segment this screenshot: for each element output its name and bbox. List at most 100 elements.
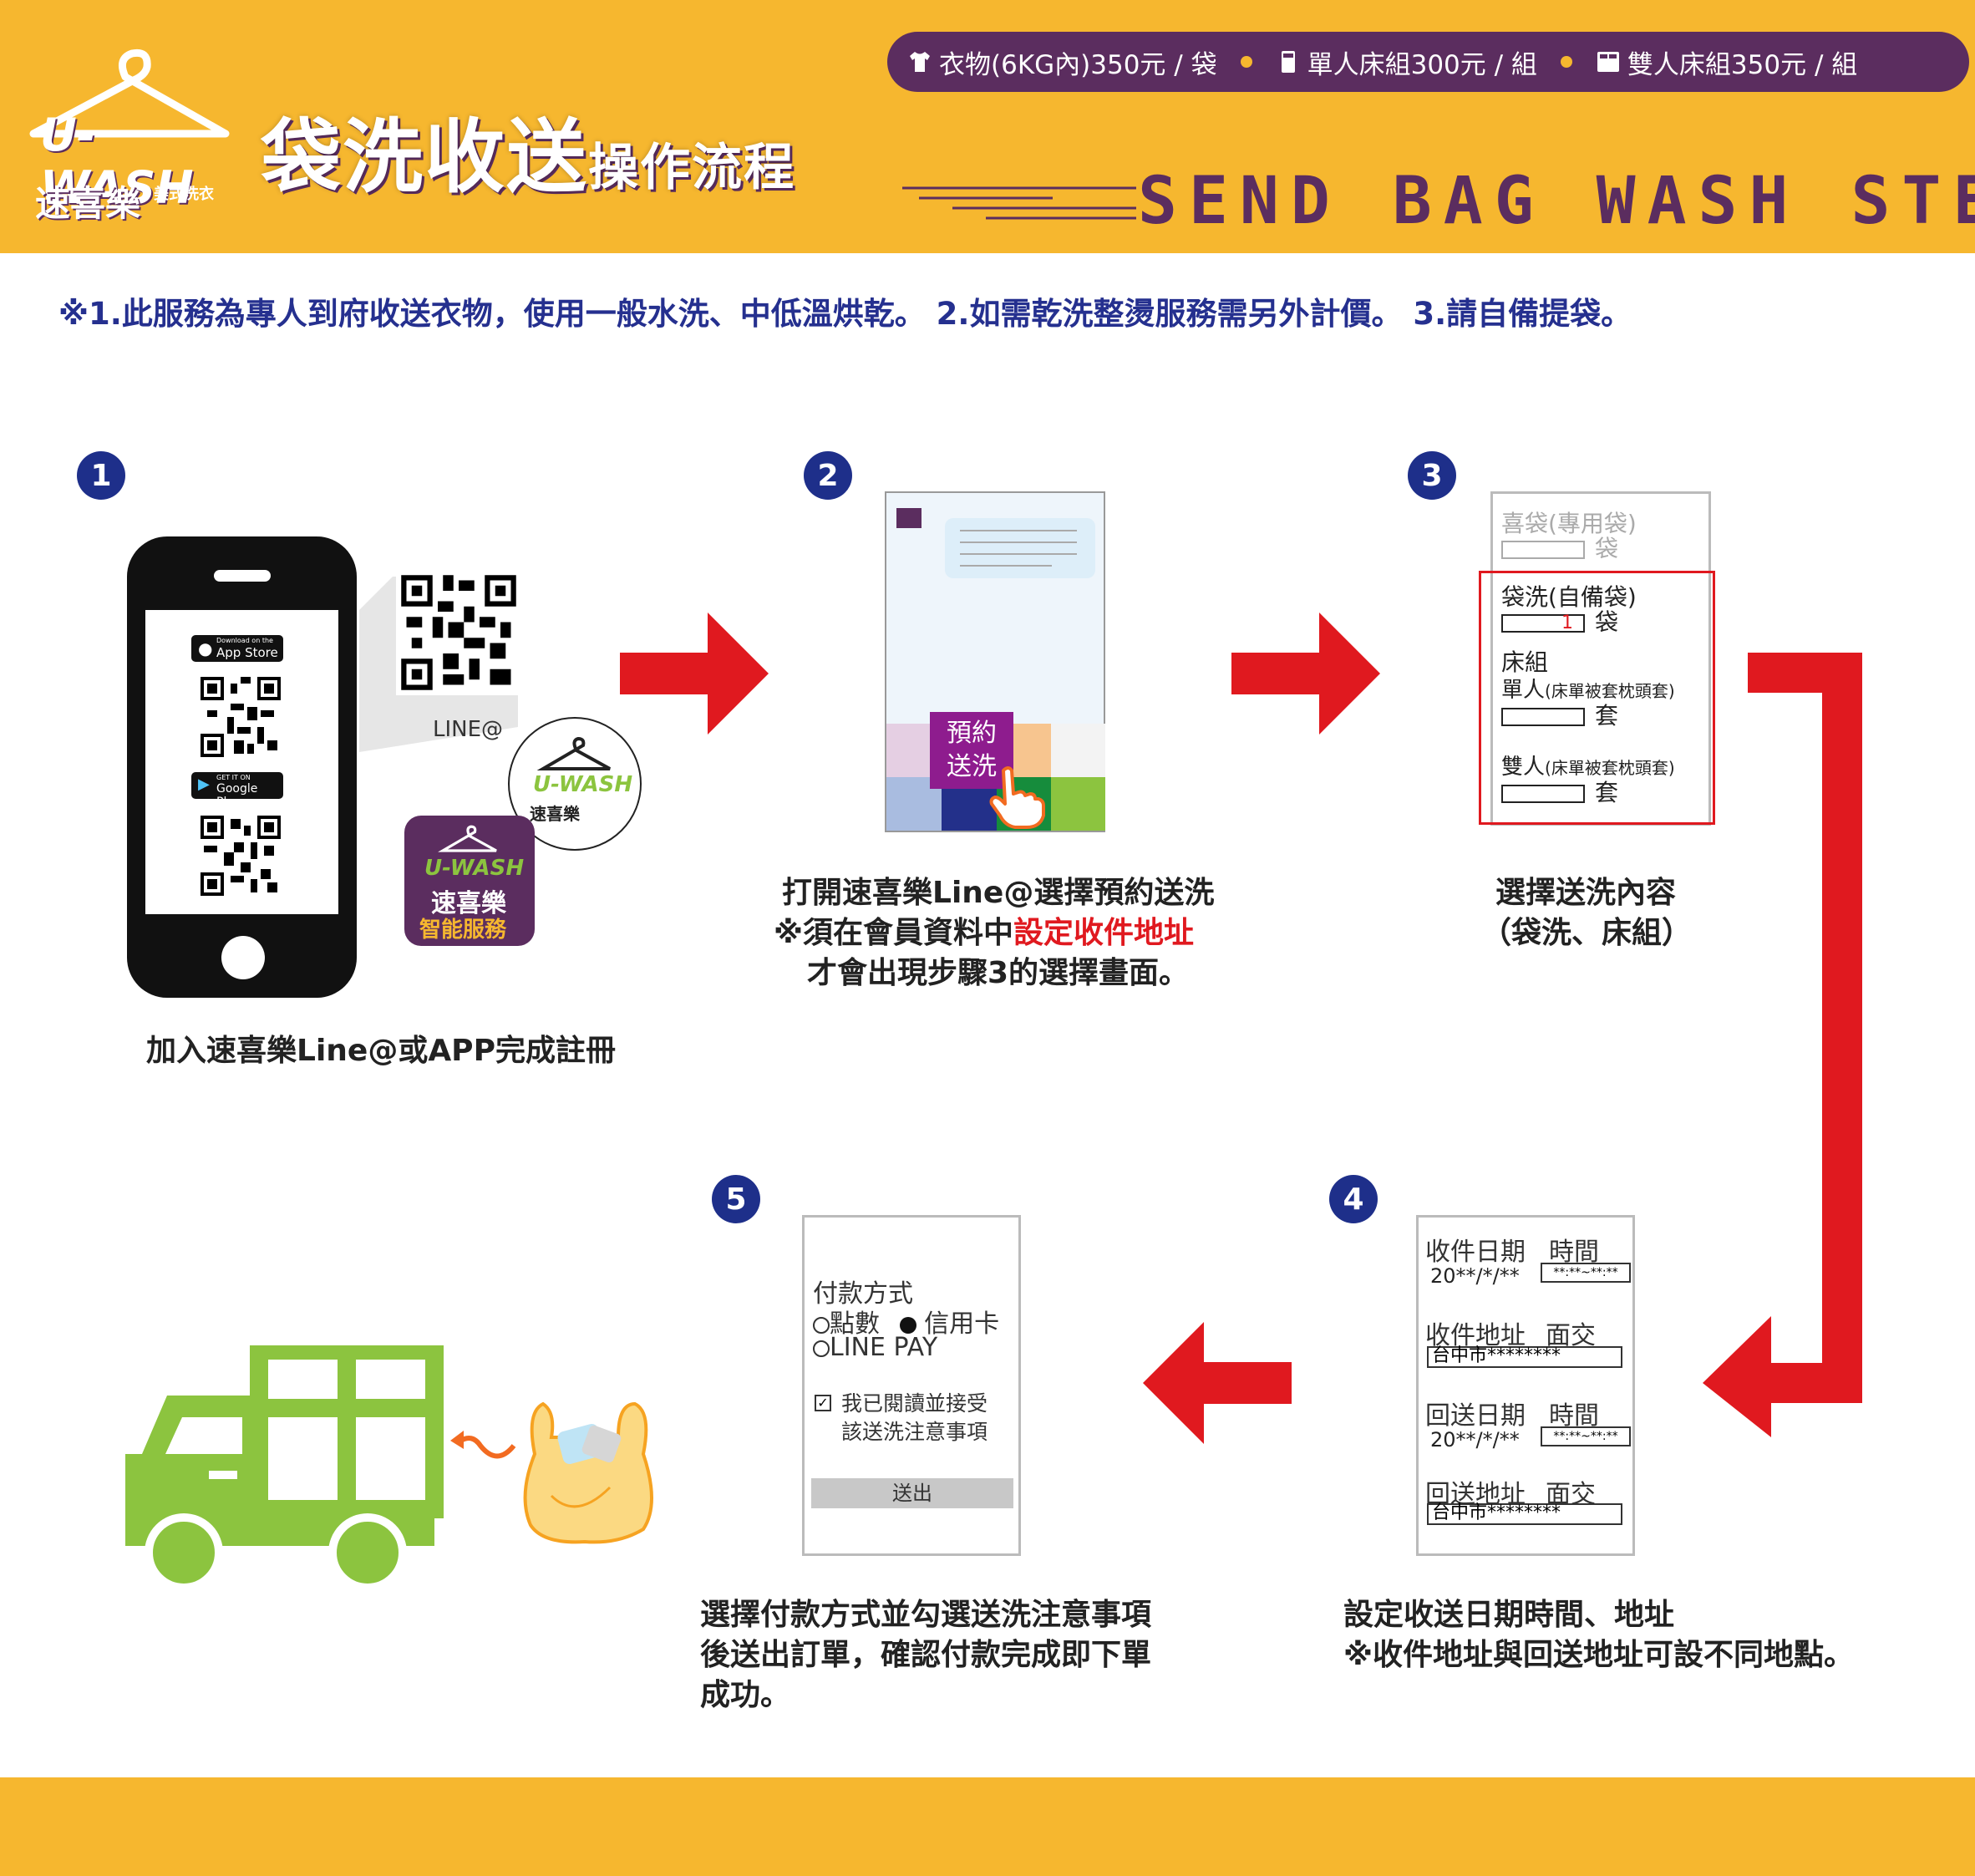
opt-linepay: LINE PAY [830,1333,938,1362]
step-5-caption-2: 後送出訂單，確認付款完成即下單 [700,1638,1152,1672]
price-clothes-text: 衣物(6KG內)350元 / 袋 [939,49,1217,80]
hand-pointer-icon [989,766,1045,829]
separator-dot [1240,56,1252,68]
opt-card: 信用卡 [924,1309,1000,1339]
radio-linepay[interactable] [813,1340,830,1357]
pickup-address-input[interactable]: 台中市******** [1427,1346,1622,1368]
logo-zh: 速喜樂 [35,183,141,224]
uwash-logo: U-WASH 速喜樂 美式洗衣 [17,25,242,226]
opt-points: 點數 [830,1309,880,1339]
app-icon-zh: 速喜樂 [431,889,506,918]
price-item-single: 單人床組300元 / 組 [1276,43,1537,81]
round-logo-zh: 速喜樂 [530,804,580,824]
double-label: 雙人 [1501,755,1546,780]
google-play-small: GET IT ON [216,774,251,781]
double-note: (床單被套枕頭套) [1545,758,1675,778]
pay-label: 付款方式 [813,1279,913,1309]
reserve-wash-label-1: 預約 [947,719,997,748]
pickup-handover-label: 面交 [1546,1321,1596,1350]
round-logo-en: U-WASH [533,772,633,797]
app-store-label: App Store [216,645,278,660]
schedule-screen: 收件日期時間 20**/*/** **:**~**:** 收件地址面交 台中市*… [1416,1215,1635,1556]
qr-google-play[interactable] [201,816,281,899]
step-4-caption-1: 設定收送日期時間、地址 [1343,1598,1675,1632]
arrow-right-1 [620,613,769,735]
title-sub: 操作流程 [588,139,795,197]
title-main: 袋洗收送 [261,110,588,204]
wash-qty-input[interactable]: 1 [1501,614,1585,633]
step-2-caption-2: ※須在會員資料中設定收件地址 [774,913,1194,954]
price-single-text: 單人床組300元 / 組 [1307,49,1537,80]
agree-checkbox[interactable]: ✓ [815,1395,831,1411]
reserve-wash-button[interactable]: 預約 送洗 [930,712,1013,789]
google-play-badge[interactable]: GET IT ON Google Play ▶ [191,772,283,809]
app-store-badge[interactable]: Download on the App Store ● [191,635,283,662]
price-bar: 衣物(6KG內)350元 / 袋 單人床組300元 / 組 雙人床組350元 /… [887,32,1969,92]
return-date-label-row: 回送日期時間 [1425,1395,1599,1431]
step-4-badge: 4 [1329,1175,1378,1223]
pay-options-row: 點數 信用卡 [813,1303,999,1340]
pickup-date-label: 收件日期 [1425,1238,1526,1267]
radio-points[interactable] [813,1316,830,1334]
hanger-icon [536,736,611,770]
bag-qty-input[interactable] [1501,541,1585,559]
step-2-caption-3: 才會出現步驟3的選擇畫面。 [807,956,1190,990]
single-unit: 套 [1595,702,1619,730]
return-time-input[interactable]: **:**~**:** [1541,1426,1631,1446]
page-title: 袋洗收送操作流程 [261,92,795,208]
speed-lines [902,186,1136,220]
laundry-bag-icon [523,1401,653,1544]
title-en: SEND BAG WASH STEP [1138,164,1975,239]
uwash-app-icon[interactable]: U-WASH 速喜樂 智能服務 [404,816,535,946]
reserve-wash-label-2: 送洗 [947,752,997,781]
single-qty-input[interactable] [1501,708,1585,726]
agree-line-2: 該送洗注意事項 [841,1420,988,1444]
step-2-caption-1: 打開速喜樂Line@選擇預約送洗 [782,876,1215,910]
single-label: 單人 [1501,678,1546,703]
step-5-badge: 5 [712,1175,760,1223]
qr-code-icon [201,677,281,757]
bed-label: 床組 [1501,648,1549,676]
google-play-label: Google Play [216,782,258,809]
play-icon: ▶ [198,775,210,793]
agree-text: 我已閱讀並接受 該送洗注意事項 [841,1390,988,1446]
logo-en: U-WASH [40,109,194,214]
step-4-caption-2: ※收件地址與回送地址可設不同地點。 [1343,1638,1854,1672]
return-time-label: 時間 [1549,1401,1599,1431]
hanger-icon [438,825,497,852]
pickup-date-value[interactable]: 20**/*/** [1430,1264,1520,1288]
agree-line-1: 我已閱讀並接受 [841,1391,988,1416]
step-5-caption-3: 成功。 [700,1678,791,1712]
qr-app-store[interactable] [201,677,281,760]
single-bed-icon [1281,51,1295,73]
return-address-input[interactable]: 台中市******** [1427,1503,1622,1525]
step-2-badge: 2 [804,451,852,500]
logo-tagline: 美式洗衣 [154,186,214,203]
payment-screen: 付款方式 點數 信用卡 LINE PAY ✓ 我已閱讀並接受 該送洗注意事項 送… [802,1215,1021,1556]
qr-line[interactable] [396,570,521,695]
radio-card-selected[interactable] [899,1316,916,1334]
step-1-caption: 加入速喜樂Line@或APP完成註冊 [146,1034,616,1068]
step-3-caption-2: （袋洗、床組） [1481,916,1693,950]
line-label: LINE@ [433,717,504,742]
submit-button[interactable]: 送出 [811,1478,1013,1508]
qr-code-icon [396,570,521,695]
return-date-value[interactable]: 20**/*/** [1430,1428,1520,1451]
apple-icon: ● [198,638,213,658]
step-3-badge: 3 [1408,451,1456,500]
arrow-left [1143,1322,1292,1444]
double-qty-input[interactable] [1501,785,1585,803]
separator-dot [1560,56,1572,68]
step-2-caption-2-red: 設定收件地址 [1013,916,1195,950]
phone-screen: Download on the App Store ● GET IT ON Go… [145,610,338,914]
pickup-time-input[interactable]: **:**~**:** [1541,1263,1631,1283]
chat-bubble [945,518,1095,578]
phone-speaker [214,570,271,582]
qr-code-icon [201,816,281,896]
double-unit: 套 [1595,779,1619,806]
footer-bar [0,1777,1975,1876]
mini-logo [896,508,921,528]
arrow-right-2 [1231,613,1380,735]
pickup-date-label-row: 收件日期時間 [1425,1231,1599,1268]
wash-unit: 袋 [1595,608,1619,636]
